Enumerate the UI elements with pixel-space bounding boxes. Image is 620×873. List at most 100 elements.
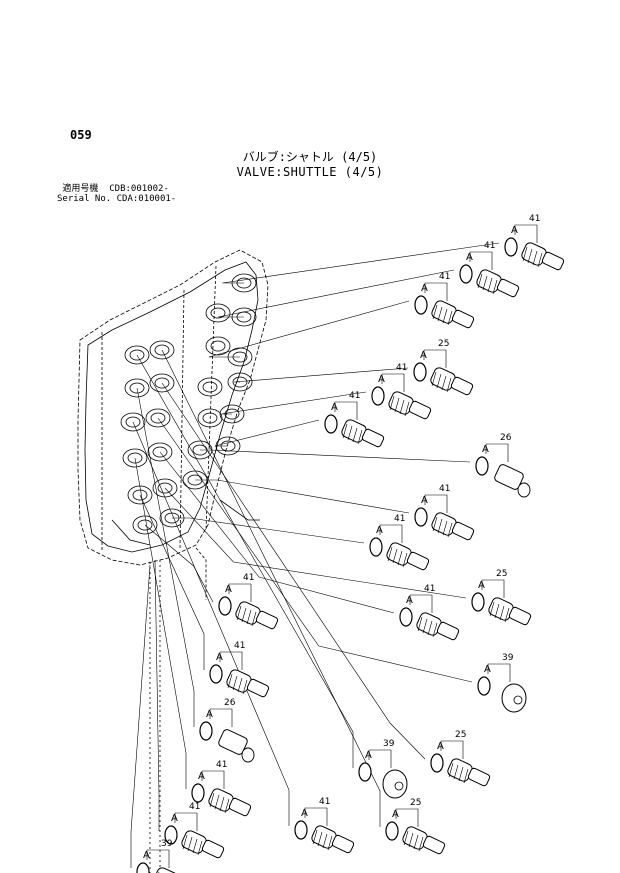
serial-line-2: Serial No. CDA:010001-: [57, 194, 177, 204]
port-ring: [124, 378, 150, 398]
thread-line: [448, 762, 454, 778]
o-ring: [471, 592, 485, 612]
thread-line: [387, 546, 393, 562]
thread-line: [182, 834, 188, 850]
thread-line: [482, 275, 488, 291]
adapter-thread: [467, 767, 491, 787]
callout-bracket: [209, 708, 233, 727]
valve-ports: [120, 273, 257, 535]
plug-socket: [513, 695, 523, 705]
port-ring: [145, 408, 171, 428]
thread-line: [431, 371, 437, 387]
part-number-label: 39: [383, 739, 395, 749]
leader-line: [222, 242, 500, 284]
callout-bracket: [423, 349, 447, 368]
fitting-adapter: A41: [209, 641, 270, 698]
adapter-thread: [331, 834, 355, 854]
fitting-adapter: A41: [164, 802, 225, 859]
leader-line: [136, 387, 195, 727]
o-ring-callout-label: A: [378, 374, 385, 385]
o-ring-callout-label: A: [482, 444, 489, 455]
part-number-label: 41: [529, 214, 540, 224]
thread-line: [224, 798, 230, 814]
adapter-thread: [255, 610, 279, 630]
thread-line: [251, 611, 257, 627]
fitting-adapter: A41: [504, 214, 565, 271]
leader-line: [136, 354, 354, 768]
adapter-thread: [201, 839, 225, 859]
leader-line: [139, 494, 205, 670]
port-bore: [150, 412, 166, 424]
o-ring: [385, 821, 399, 841]
thread-line: [317, 831, 323, 847]
serial-number-block: 適用号機 CDB:001002- Serial No. CDA:010001-: [57, 184, 176, 204]
port-ring: [219, 404, 245, 424]
page-number: 059: [70, 128, 92, 142]
port-bore: [129, 349, 145, 361]
fitting-adapter: A25: [413, 339, 474, 396]
part-number-label: 26: [224, 698, 236, 708]
part-number-label: 41: [234, 641, 245, 651]
part-number-label: 41: [424, 584, 435, 594]
o-ring-callout-label: A: [466, 252, 473, 263]
o-ring-callout-label: A: [365, 750, 372, 761]
fitting-plug: A 39: [358, 739, 408, 799]
thread-line: [389, 395, 395, 411]
port-ring: [197, 377, 223, 397]
fitting-coupling: A26: [199, 698, 255, 763]
o-ring: [191, 783, 205, 803]
fitting-adapter: A41: [218, 573, 279, 630]
adapter-thread: [361, 428, 385, 448]
fitting-adapter: A41: [414, 484, 475, 541]
thread-line: [494, 603, 500, 619]
callout-bracket: [368, 749, 392, 768]
port-ring: [147, 442, 173, 462]
fitting-adapter: A 41: [191, 760, 252, 817]
o-ring: [475, 456, 489, 476]
thread-line: [489, 601, 495, 617]
leader-line: [161, 349, 381, 827]
o-ring: [504, 237, 518, 257]
o-ring: [209, 664, 223, 684]
thread-line: [241, 607, 247, 623]
plug-head: [501, 683, 527, 713]
callout-bracket: [379, 524, 403, 543]
thread-line: [492, 279, 498, 295]
port-ring: [120, 412, 146, 432]
thread-line: [537, 252, 543, 268]
thread-line: [436, 373, 442, 389]
part-number-label: 41: [439, 484, 450, 494]
thread-line: [322, 833, 328, 849]
thread-line: [404, 401, 410, 417]
thread-line: [214, 794, 220, 810]
o-ring: [414, 295, 428, 315]
coupling-body: [218, 729, 248, 755]
fitting-adapter: A25: [430, 730, 491, 787]
thread-line: [437, 306, 443, 322]
leader-line: [132, 421, 290, 826]
o-ring-callout-label: A: [198, 771, 205, 782]
leader-line: [159, 451, 395, 614]
adapter-thread: [451, 309, 475, 329]
part-number-label: 41: [396, 363, 407, 373]
thread-line: [242, 679, 248, 695]
thread-line: [453, 764, 459, 780]
o-ring: [294, 820, 308, 840]
adapter-thread: [508, 606, 532, 626]
port-bore: [129, 382, 145, 394]
thread-line: [347, 425, 353, 441]
callout-bracket: [440, 740, 464, 759]
part-number-label: 41: [243, 573, 254, 583]
thread-line: [187, 836, 193, 852]
part-number-label: 41: [216, 760, 227, 770]
thread-line: [432, 304, 438, 320]
o-ring-callout-label: A: [421, 283, 428, 294]
adapter-thread: [408, 400, 432, 420]
thread-line: [446, 377, 452, 393]
thread-line: [236, 605, 242, 621]
thread-line: [237, 677, 243, 693]
o-ring-callout-label: A: [478, 580, 485, 591]
port-bore: [152, 446, 168, 458]
o-ring-callout-label: A: [376, 525, 383, 536]
o-ring-callout-label: A: [437, 741, 444, 752]
